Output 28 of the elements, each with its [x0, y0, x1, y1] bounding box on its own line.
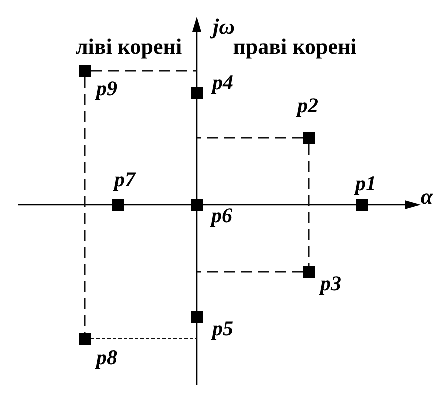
- root-label: p6: [212, 206, 232, 226]
- root-label: p8: [96, 348, 118, 368]
- region-label: праві корені: [233, 36, 357, 58]
- root-label: p7: [114, 170, 136, 190]
- root-marker: [112, 199, 124, 211]
- root-marker: [79, 333, 91, 345]
- region-label: ліві корені: [76, 36, 182, 58]
- root-marker: [191, 87, 203, 99]
- root-label: p5: [212, 318, 234, 340]
- root-marker: [303, 132, 315, 144]
- root-marker: [191, 199, 203, 211]
- root-marker: [303, 266, 315, 278]
- root-label: p2: [298, 96, 318, 116]
- dashed-line: [91, 70, 197, 72]
- axis-label: jω: [212, 16, 236, 38]
- axis-label: α: [420, 186, 434, 208]
- root-marker: [356, 199, 368, 211]
- root-marker: [79, 65, 91, 77]
- dashed-line: [197, 137, 303, 139]
- dashed-line: [84, 77, 86, 333]
- dashed-line: [197, 271, 303, 273]
- root-label: p9: [96, 78, 118, 100]
- root-label: p1: [356, 174, 376, 194]
- dashed-line: [90, 338, 198, 340]
- root-label: p4: [212, 72, 234, 94]
- root-marker: [191, 311, 203, 323]
- root-label: p3: [320, 274, 342, 294]
- dashed-line: [308, 144, 310, 266]
